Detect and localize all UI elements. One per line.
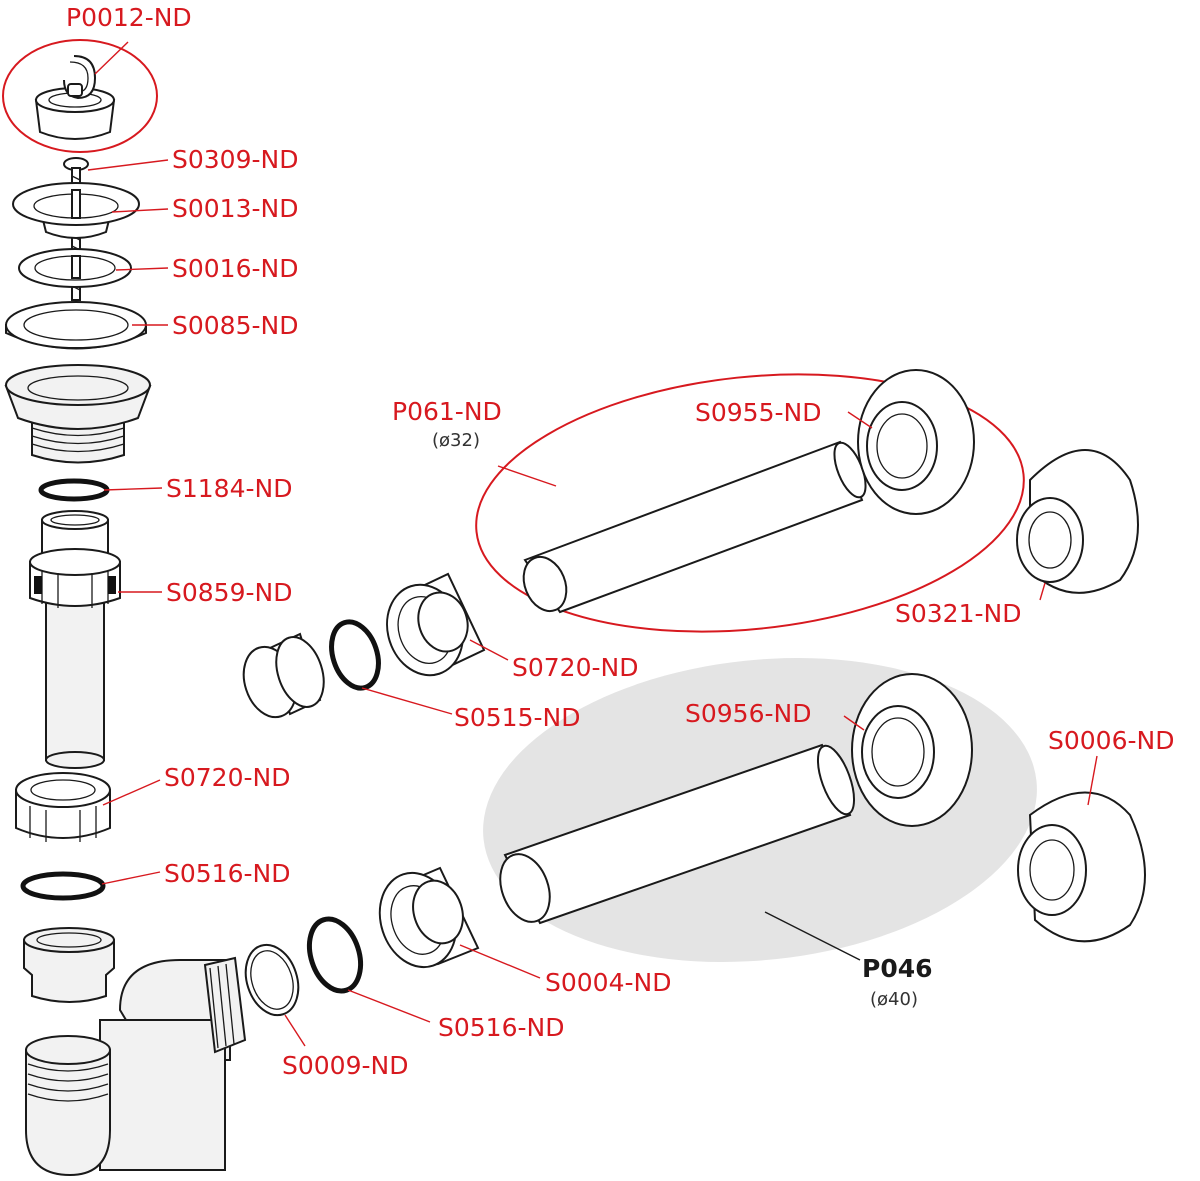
- label-s0309: S0309-ND: [172, 145, 298, 174]
- label-s0720-right: S0720-ND: [512, 653, 638, 682]
- p061-tube-part: [522, 440, 867, 614]
- gasket-left-part: [20, 871, 106, 901]
- label-s0955: S0955-ND: [695, 398, 821, 427]
- bottle-trap-part: [25, 956, 247, 1177]
- union-nut-left-part: [15, 772, 111, 842]
- p046-tube-part: [499, 743, 856, 925]
- union-nut-s0004-part: [378, 866, 480, 969]
- label-s0956: S0956-ND: [685, 699, 811, 728]
- gasket-s0515-part: [329, 619, 381, 691]
- o-ring-part: [38, 478, 110, 502]
- label-p046: P046: [862, 954, 933, 983]
- label-p061: P061-ND: [392, 397, 502, 426]
- strainer-body-part: [4, 364, 152, 464]
- label-p0012: P0012-ND: [66, 3, 192, 32]
- label-p046-diameter: (ø40): [870, 989, 918, 1010]
- rosette-s0955-part: [857, 369, 975, 515]
- reducer-part: [23, 927, 115, 1003]
- label-s0013: S0013-ND: [172, 194, 298, 223]
- drain-plug-part: [34, 55, 116, 140]
- label-s0516-left: S0516-ND: [164, 859, 290, 888]
- label-s0009: S0009-ND: [282, 1051, 408, 1080]
- adapter-sleeve-part: [242, 632, 325, 719]
- cover-cap-s0321-part: [1016, 449, 1139, 594]
- label-s0004: S0004-ND: [545, 968, 671, 997]
- rosette-s0956-part: [851, 673, 973, 827]
- gasket-s0009-part: [244, 943, 300, 1017]
- label-s0859: S0859-ND: [166, 578, 292, 607]
- p061-group-outline: [475, 373, 1025, 633]
- label-s0720-left: S0720-ND: [164, 763, 290, 792]
- union-nut-right-part: [386, 572, 486, 677]
- label-s0516-bottom: S0516-ND: [438, 1013, 564, 1042]
- label-s1184: S1184-ND: [166, 474, 292, 503]
- label-s0321: S0321-ND: [895, 599, 1021, 628]
- grate-part: [12, 182, 140, 239]
- label-s0006: S0006-ND: [1048, 726, 1174, 755]
- label-p061-diameter: (ø32): [432, 430, 480, 451]
- cover-cap-s0006-part: [1017, 791, 1146, 943]
- label-s0515: S0515-ND: [454, 703, 580, 732]
- label-s0016: S0016-ND: [172, 254, 298, 283]
- p0012-group-outline: [2, 39, 158, 153]
- washer-part: [18, 248, 132, 288]
- label-s0085: S0085-ND: [172, 311, 298, 340]
- union-nut-part: [29, 548, 121, 608]
- large-washer-part: [5, 301, 147, 350]
- gasket-s0516-bottom-part: [306, 916, 364, 994]
